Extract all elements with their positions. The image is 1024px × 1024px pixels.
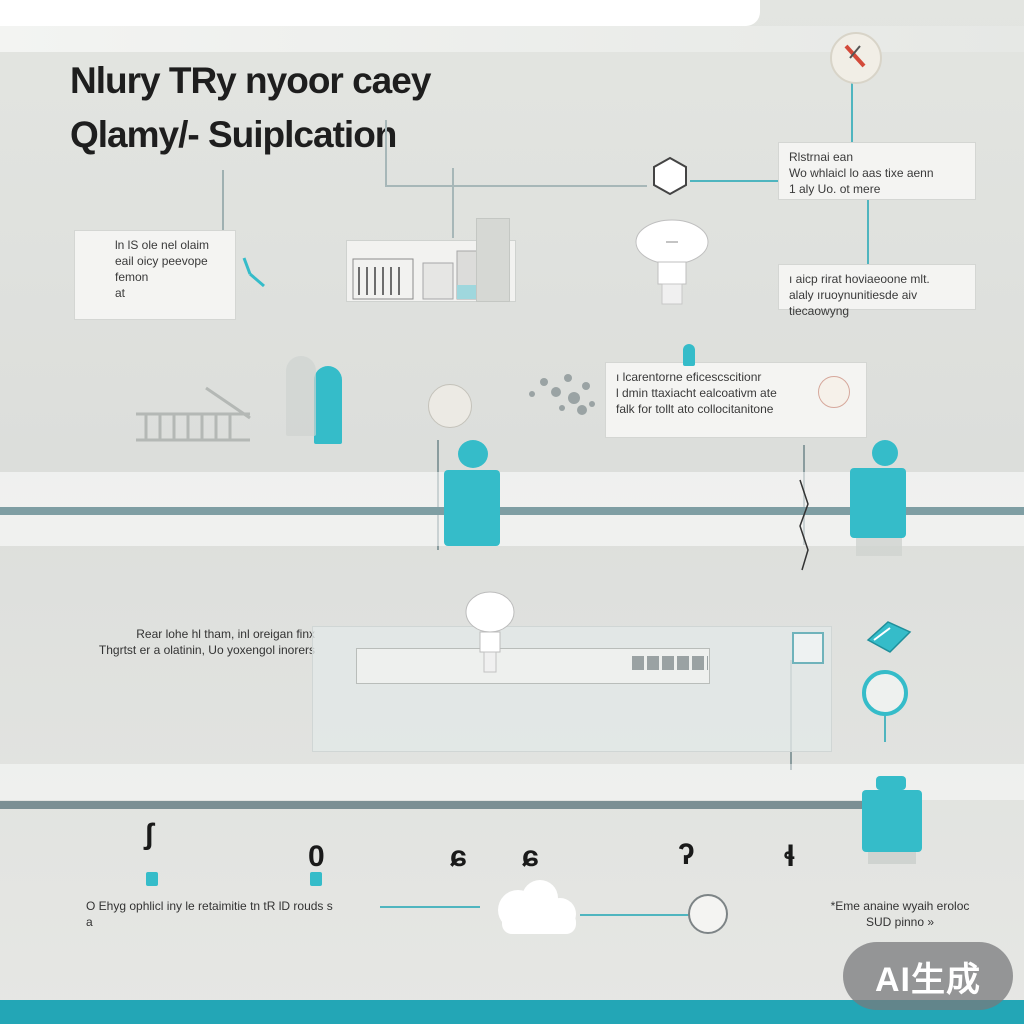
magnifier-icon [862, 670, 908, 716]
connector-line [452, 168, 454, 238]
hook-tip-1 [146, 872, 158, 886]
connector-line [385, 120, 387, 186]
teal-person-center [444, 440, 502, 552]
person-figure-white [632, 212, 712, 308]
connector-line [884, 700, 886, 742]
hook-tip-2 [310, 872, 322, 886]
info-card-top-right: Rlstrnai ean Wo whlaicl lo aas tixe aenn… [778, 142, 976, 200]
baseball-icon [818, 376, 850, 408]
hook-marker-1: ʃ [144, 818, 154, 851]
info-card-right-mid: ı aicp rirat hoviaeoone mlt. alaly ıruoy… [778, 264, 976, 318]
teal-bucket-icon [858, 776, 928, 866]
connector-line [867, 196, 869, 266]
chart-sign-icon [792, 632, 824, 664]
connector-line [222, 170, 224, 260]
lower-band [0, 764, 1024, 800]
small-teal-figure [683, 344, 695, 366]
page-title: Nlury TRy nyoor caey [70, 60, 431, 101]
caption-left-lower: Rear lohe hl tham, inl oreigan finx Thgr… [98, 627, 315, 657]
book-icon [866, 621, 912, 653]
tower-block [476, 218, 510, 302]
bottom-bar [0, 1000, 1024, 1024]
hook-marker-5: ʔ [678, 838, 695, 871]
teal-person-left [314, 366, 342, 444]
connector-line [851, 80, 853, 142]
window-strip [632, 656, 708, 670]
hook-marker-2: 0 [308, 840, 325, 873]
white-figure-lower [464, 590, 516, 676]
connector-line [380, 906, 480, 908]
crib-illustration [136, 386, 251, 442]
connector-line [385, 185, 647, 187]
dial-icon [688, 894, 728, 934]
ai-generated-badge: AI生成 [843, 942, 1013, 1010]
top-banner [0, 0, 760, 26]
hook-marker-3: ɕ [450, 840, 467, 873]
hook-marker-6: ɬ [784, 840, 795, 873]
zigzag-mark [799, 479, 809, 571]
caption-bottom-left: O Ehyg ophlicl iny le retaimitie tn tR l… [86, 899, 333, 929]
teal-person-right [850, 440, 908, 558]
timeline-rail-upper [0, 507, 1024, 515]
timeline-rail-lower [0, 801, 870, 809]
cloud-shape [488, 876, 584, 938]
ghost-person-left [286, 356, 316, 436]
hook-marker-4: ɕ [522, 840, 539, 873]
page-subtitle: Qlamy/- Suiplcation [70, 114, 397, 155]
connector-line [580, 914, 690, 916]
caption-bottom-right: *Eme anaine wyaih eroloc SUD pinno » [830, 899, 970, 929]
arrow-icon [242, 257, 265, 288]
connector-line [690, 180, 780, 182]
lower-panel [312, 626, 832, 752]
info-card-left: ln lS ole nel olaim eail oicy peevope fe… [74, 230, 236, 320]
hexagon-node-icon [652, 156, 688, 196]
clock-icon [830, 32, 882, 84]
info-card-center: ı lcarentorne eficescscitionr l dmin tta… [605, 362, 867, 438]
globe-icon [428, 384, 472, 428]
scatter-dots [529, 374, 595, 415]
